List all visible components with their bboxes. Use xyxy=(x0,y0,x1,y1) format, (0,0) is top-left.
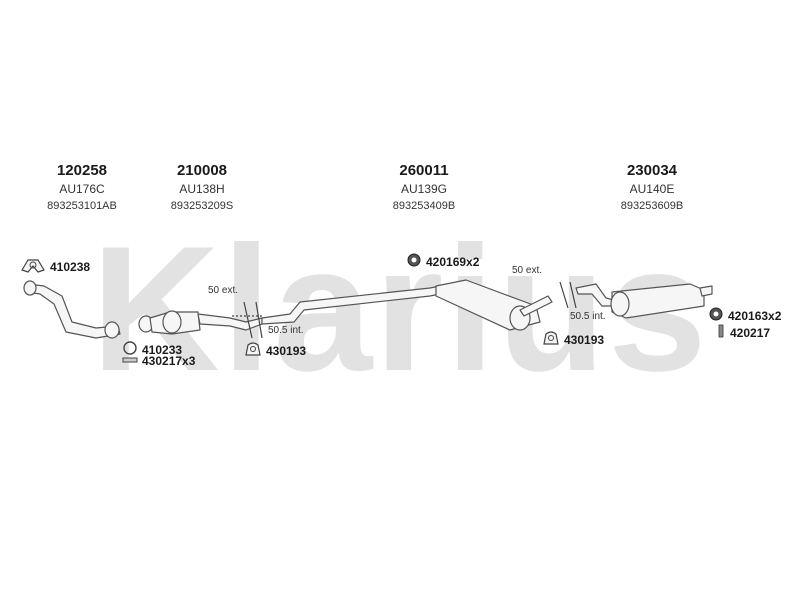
part-code: AU138H xyxy=(179,182,225,196)
note-front-int: 50.5 int. xyxy=(268,325,304,336)
bolt-icon xyxy=(716,324,726,341)
part-block-120258[interactable]: 120258 AU176C 893253101AB xyxy=(22,162,142,214)
accessory-420217[interactable]: 420217 xyxy=(716,324,770,341)
clamp-icon xyxy=(20,256,46,277)
part-block-210008[interactable]: 210008 AU138H 893253209S xyxy=(142,162,262,214)
ring-gasket-icon xyxy=(122,340,138,359)
accessory-label: 430193 xyxy=(266,343,307,358)
note-front-ext: 50 ext. xyxy=(208,285,239,296)
part-oem-number: 893253209S xyxy=(170,200,234,212)
watermark-text: Klarius xyxy=(91,209,708,408)
part-number: 210008 xyxy=(176,162,228,179)
part-block-260011[interactable]: 260011 AU139G 893253409B xyxy=(364,162,484,214)
accessory-410238[interactable]: 410238 xyxy=(20,256,90,277)
centre-silencer xyxy=(138,310,263,335)
part-code: AU176C xyxy=(59,182,105,196)
accessory-label: 410233 xyxy=(142,342,183,357)
accessory-label: 420169x2 xyxy=(426,254,480,269)
rubber-hanger-icon xyxy=(244,341,262,360)
accessory-410233[interactable]: 410233 xyxy=(122,340,182,359)
accessory-430193-rear[interactable]: 430193 xyxy=(542,330,604,349)
note-rear-ext: 50 ext. xyxy=(512,265,543,276)
front-pipe xyxy=(23,280,121,339)
accessory-430217x3[interactable]: 430217x3 xyxy=(122,354,195,368)
part-oem-number: 893253409B xyxy=(392,200,456,212)
accessory-420169x2[interactable]: 420169x2 xyxy=(406,252,479,271)
accessory-label: 430193 xyxy=(564,332,605,347)
accessory-label: 410238 xyxy=(50,259,91,274)
part-oem-number: 893253609B xyxy=(620,200,684,212)
part-number: 230034 xyxy=(626,162,678,179)
part-block-230034[interactable]: 230034 AU140E 893253609B xyxy=(592,162,712,214)
part-code: AU140E xyxy=(629,182,675,196)
rear-silencer xyxy=(575,283,713,319)
rubber-hanger-icon xyxy=(542,330,560,349)
note-rear-int: 50.5 int. xyxy=(570,311,606,322)
accessory-label: 430217x3 xyxy=(142,354,196,368)
bolt-icon xyxy=(122,354,138,368)
part-code: AU139G xyxy=(400,182,448,196)
accessory-label: 420217 xyxy=(730,325,771,340)
part-number: 260011 xyxy=(399,162,449,179)
accessory-420163x2[interactable]: 420163x2 xyxy=(708,306,781,325)
part-oem-number: 893253101AB xyxy=(47,200,117,212)
accessory-label: 420163x2 xyxy=(728,308,782,323)
rubber-ring-icon xyxy=(708,306,724,325)
intermediate-silencer xyxy=(261,279,553,331)
accessory-430193-front[interactable]: 430193 xyxy=(244,341,306,360)
part-number: 120258 xyxy=(56,162,108,179)
rubber-ring-icon xyxy=(406,252,422,271)
